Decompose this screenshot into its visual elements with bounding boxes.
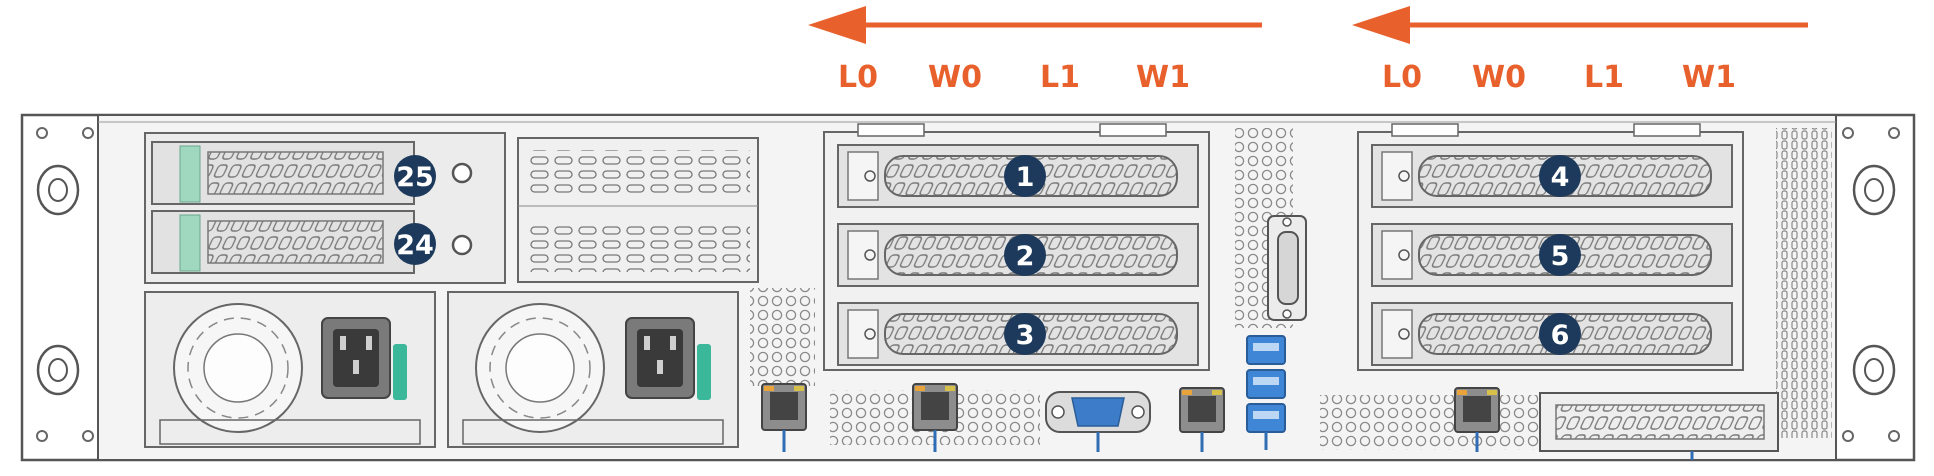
usb-port-1[interactable] — [1246, 335, 1286, 365]
serial-port[interactable] — [1267, 215, 1307, 321]
pcie-label-6: 6 — [1551, 320, 1570, 351]
pcie-slot-5[interactable] — [1371, 223, 1733, 287]
psu-1 — [144, 291, 436, 448]
lane-label-w0: W0 — [1472, 60, 1526, 95]
pcie-badge-2: 2 — [1004, 234, 1046, 276]
mount-hole-icon — [36, 164, 80, 216]
pcie-badge-6: 6 — [1539, 313, 1581, 355]
vent-panel — [517, 137, 759, 283]
screw-icon — [82, 127, 94, 139]
mount-hole-icon — [1852, 344, 1896, 396]
vent-mesh — [1320, 395, 1540, 450]
lane-labels-right: L0 W0 L1 W1 — [1382, 60, 1736, 95]
pcie-badge-1: 1 — [1004, 155, 1046, 197]
pcie-label-5: 5 — [1551, 241, 1570, 272]
screw-icon — [36, 430, 48, 442]
rack-ear-right — [1842, 127, 1900, 442]
usb-port-2[interactable] — [1246, 369, 1286, 399]
psu-release-tab[interactable] — [393, 344, 407, 400]
drive-badge-24: 24 — [394, 223, 436, 265]
screw-icon — [1131, 405, 1145, 419]
vent-mesh — [1776, 128, 1832, 438]
screw-icon — [36, 127, 48, 139]
screw-icon — [1282, 217, 1292, 227]
screw-icon — [82, 430, 94, 442]
screw-icon — [1888, 430, 1900, 442]
pcie-slot-2[interactable] — [837, 223, 1199, 287]
screw-icon — [1842, 127, 1854, 139]
ethernet-port-3[interactable] — [1179, 387, 1225, 452]
pcie-badge-5: 5 — [1539, 234, 1581, 276]
pcie-label-3: 3 — [1016, 320, 1035, 351]
drive-badge-25: 25 — [394, 155, 436, 197]
drive-bay-25[interactable] — [151, 141, 473, 205]
lane-label-w0: W0 — [928, 60, 982, 95]
ethernet-port-1[interactable] — [761, 383, 807, 452]
psu-release-tab[interactable] — [697, 344, 711, 400]
pcie-label-4: 4 — [1551, 162, 1570, 193]
pcie-badge-4: 4 — [1539, 155, 1581, 197]
screw-icon — [1842, 430, 1854, 442]
lane-label-l0: L0 — [838, 60, 878, 95]
screw-icon — [1888, 127, 1900, 139]
drive-label-25: 25 — [396, 162, 434, 193]
arrow-left-group — [808, 6, 1262, 44]
psu-2 — [447, 291, 739, 448]
screw-icon — [1282, 309, 1292, 319]
drive-bay-24[interactable] — [151, 210, 473, 274]
ethernet-port-4[interactable] — [1454, 387, 1500, 452]
usb-port-3[interactable] — [1246, 403, 1286, 433]
drive-label-24: 24 — [396, 230, 434, 261]
lane-label-w1: W1 — [1136, 60, 1190, 95]
lane-labels-left: L0 W0 L1 W1 — [838, 60, 1190, 95]
screw-icon — [1051, 405, 1065, 419]
blank-slot-panel — [1539, 392, 1779, 460]
ethernet-port-2[interactable] — [912, 383, 958, 452]
vga-port[interactable] — [1045, 391, 1151, 452]
arrow-right-group — [1352, 6, 1808, 44]
pcie-slot-4[interactable] — [1371, 144, 1733, 208]
mount-hole-icon — [36, 344, 80, 396]
lane-label-l1: L1 — [1040, 60, 1080, 95]
pcie-label-2: 2 — [1016, 241, 1035, 272]
drive-screw-icon — [451, 162, 473, 184]
pcie-badge-3: 3 — [1004, 313, 1046, 355]
lane-label-l0: L0 — [1382, 60, 1422, 95]
rack-ear-left — [36, 127, 94, 442]
lane-label-l1: L1 — [1584, 60, 1624, 95]
drive-screw-icon — [451, 234, 473, 256]
lane-label-w1: W1 — [1682, 60, 1736, 95]
vent-mesh — [750, 288, 815, 386]
mount-hole-icon — [1852, 164, 1896, 216]
pcie-label-1: 1 — [1016, 162, 1035, 193]
